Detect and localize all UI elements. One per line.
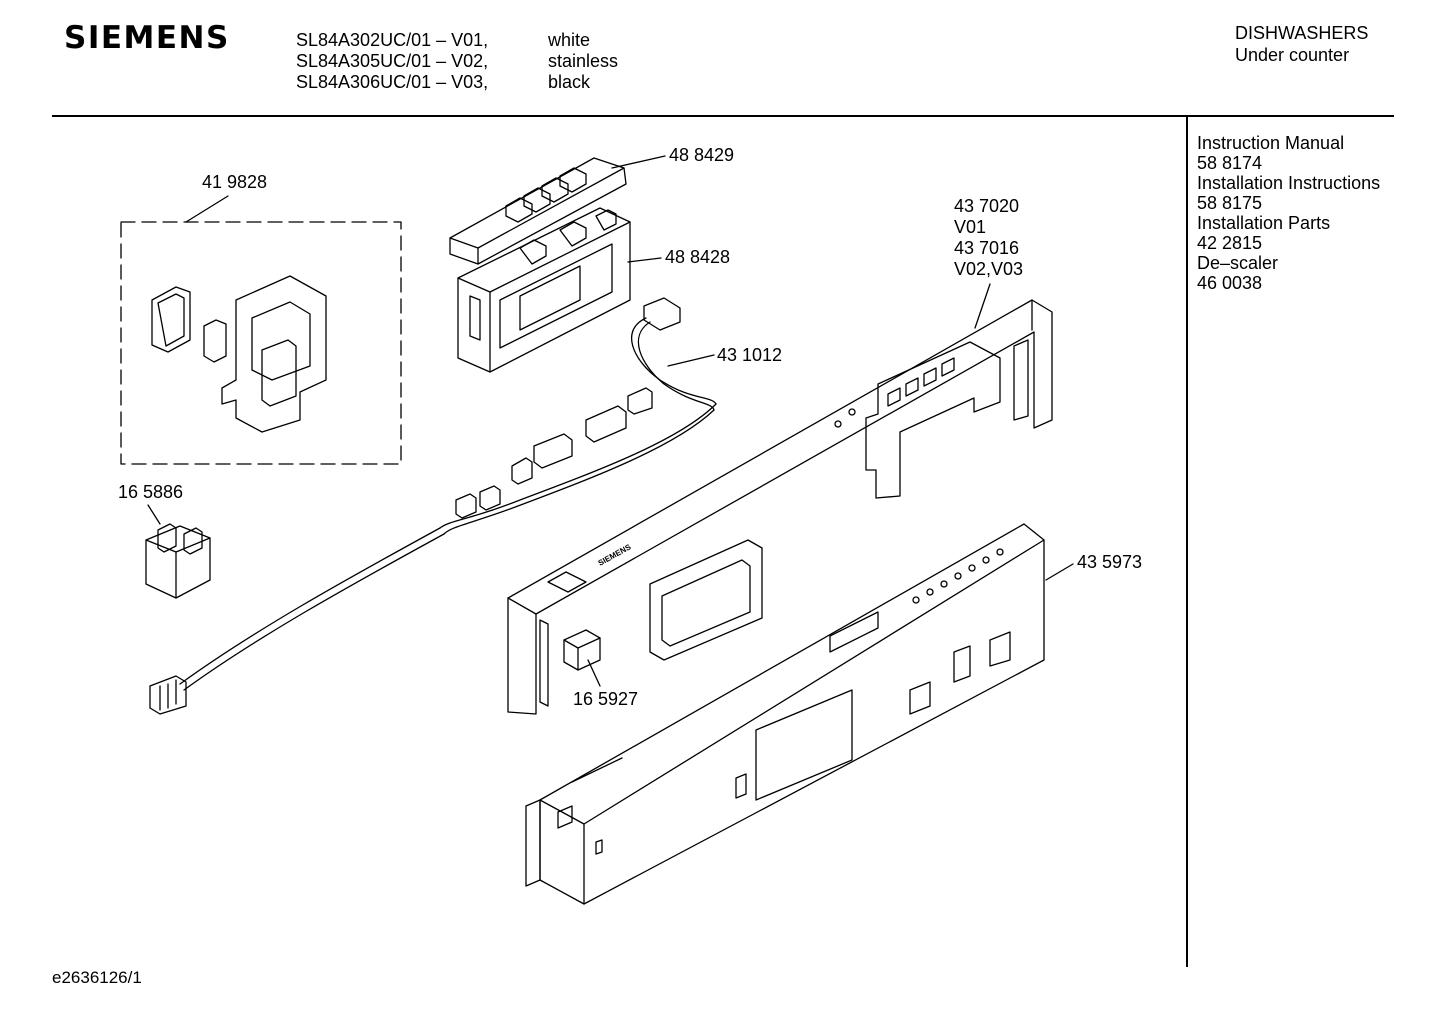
part-variant-line: V01: [954, 217, 987, 237]
kit-419828: [120, 221, 402, 465]
model-row: SL84A305UC/01 – V02, stainless: [296, 51, 618, 72]
part-number-line: 43 7020: [954, 196, 1020, 216]
model-list: SL84A302UC/01 – V01, white SL84A305UC/01 …: [296, 30, 618, 93]
part-437020-control-panel: [507, 299, 1053, 715]
part-165927-block: [563, 629, 601, 671]
part-165886-relay: [145, 523, 211, 599]
leader-lines: [147, 155, 1074, 687]
part-number-line: 43 7016: [954, 238, 1020, 258]
part-label-435973: 43 5973: [1077, 552, 1143, 572]
drawing-reference: e2636126/1: [52, 968, 142, 987]
brand-logo: SIEMENS: [64, 20, 230, 56]
part-435973-inner-panel: [525, 523, 1045, 905]
part-label-431012: 43 1012: [717, 345, 783, 365]
door-handle: [649, 539, 763, 661]
model-variant: stainless: [548, 51, 619, 71]
document-line: 46 0038: [1197, 273, 1263, 293]
category-line: DISHWASHERS: [1235, 23, 1369, 43]
sidebar-divider: [1186, 117, 1188, 967]
part-488428-control-module: [457, 207, 631, 373]
document-line: Installation Parts: [1197, 213, 1331, 233]
part-label-165886: 16 5886: [118, 482, 184, 502]
document-line: De–scaler: [1197, 253, 1279, 273]
model-code: SL84A306UC/01 – V03,: [296, 72, 489, 92]
model-row: SL84A306UC/01 – V03, black: [296, 72, 618, 93]
part-label-488429: 48 8429: [669, 145, 735, 165]
model-code: SL84A302UC/01 – V01,: [296, 30, 489, 50]
document-line: Instruction Manual: [1197, 133, 1345, 153]
model-variant: black: [548, 72, 591, 92]
part-label-437020: 43 7020 V01 43 7016 V02,V03: [954, 196, 1023, 280]
document-line: 58 8174: [1197, 153, 1263, 173]
part-label-488428: 48 8428: [665, 247, 731, 267]
part-label-419828: 41 9828: [202, 172, 268, 192]
part-variant-line: V02,V03: [954, 259, 1024, 279]
part-label-165927: 16 5927: [573, 689, 639, 709]
panel-brand-text: SIEMENS: [597, 542, 633, 568]
part-488429-button-strip: [449, 157, 627, 265]
header-divider: [52, 115, 1394, 117]
document-line: Installation Instructions: [1197, 173, 1381, 193]
product-category: DISHWASHERS Under counter: [1235, 22, 1368, 66]
document-list: Instruction Manual 58 8174 Installation …: [1197, 133, 1380, 293]
document-line: 42 2815: [1197, 233, 1263, 253]
model-row: SL84A302UC/01 – V01, white: [296, 30, 618, 51]
document-line: 58 8175: [1197, 193, 1263, 213]
model-code: SL84A305UC/01 – V02,: [296, 51, 489, 71]
part-431012-wiring-harness: [149, 297, 717, 715]
category-line: Under counter: [1235, 45, 1350, 65]
model-variant: white: [548, 30, 591, 50]
